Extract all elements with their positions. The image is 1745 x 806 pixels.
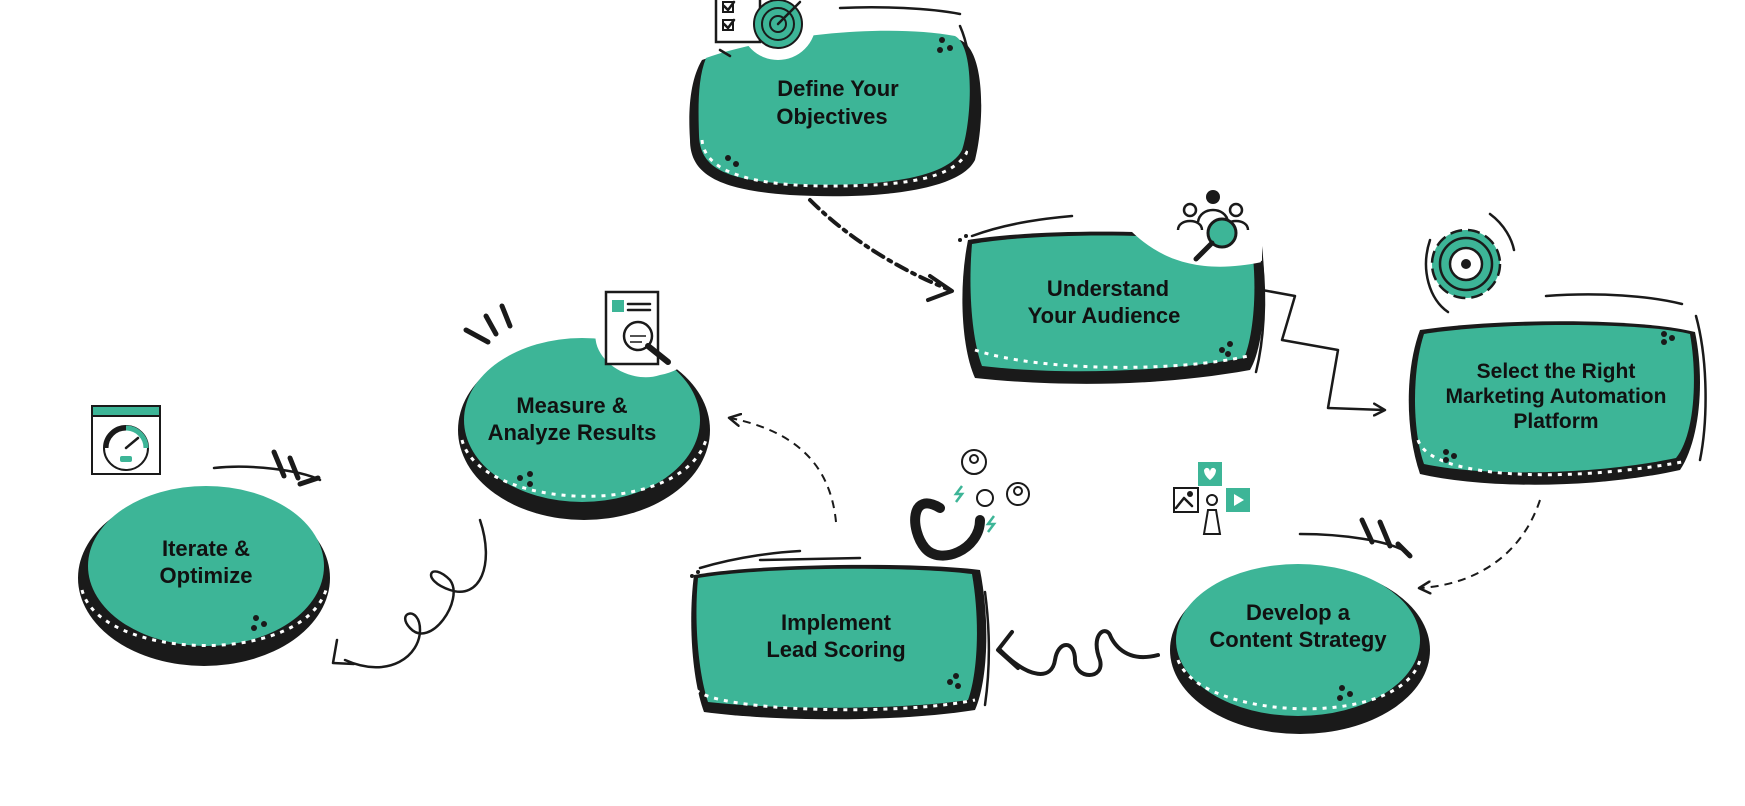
- step-iterate-label-line1: Iterate &: [162, 536, 250, 561]
- step-define-label-line1: Define Your: [777, 76, 899, 101]
- document-magnifier-icon: [604, 290, 671, 366]
- step-measure-label-line1: Measure &: [516, 393, 627, 418]
- step-select-platform: Select the Right Marketing Automation Pl…: [1408, 212, 1707, 485]
- connector-develop-to-implement: [996, 629, 1160, 677]
- iterate-decor-strokes: [271, 449, 321, 487]
- step-define-objectives: Define Your Objectives: [689, 0, 982, 197]
- step-implement-lead-scoring: Implement Lead Scoring: [690, 449, 1030, 720]
- select-decor-dots: [1443, 331, 1675, 463]
- target-checklist-icon: [714, 0, 816, 60]
- connector-implement-to-measure: [730, 418, 837, 523]
- step-iterate-label-line2: Optimize: [160, 563, 253, 588]
- develop-decor-strokes: [1359, 517, 1413, 559]
- step-understand-label-line1: Understand: [1047, 276, 1169, 301]
- content-media-icon: [1173, 462, 1250, 535]
- implement-decor-dots: [690, 570, 961, 689]
- connector-understand-to-select: [1260, 288, 1384, 410]
- gear-icon: [1424, 212, 1516, 314]
- step-measure-analyze-results: Measure & Analyze Results: [458, 290, 710, 520]
- step-select-label-line3: Platform: [1513, 410, 1598, 433]
- step-select-label-line2: Marketing Automation: [1446, 385, 1667, 408]
- step-iterate-optimize: Iterate & Optimize: [78, 405, 330, 666]
- step-develop-label-line2: Content Strategy: [1209, 627, 1387, 652]
- develop-decor-dots: [1337, 685, 1353, 701]
- step-implement-label-line1: Implement: [781, 610, 892, 635]
- iterate-decor-dots: [251, 615, 267, 631]
- step-define-label-line2: Objectives: [776, 104, 887, 129]
- measure-decor-dots: [517, 471, 533, 487]
- understand-decor-dots: [958, 234, 1233, 357]
- step-select-label-line1: Select the Right: [1477, 360, 1636, 383]
- measure-decor-strokes: [463, 303, 513, 345]
- connector-define-to-understand: [808, 198, 954, 302]
- connector-measure-to-iterate: [331, 518, 488, 669]
- speed-gauge-icon: [91, 405, 161, 475]
- step-develop-content-strategy: Develop a Content Strategy: [1170, 462, 1430, 734]
- audience-search-icon: [1176, 190, 1250, 262]
- define-decor-dots: [725, 37, 953, 167]
- step-understand-audience: Understand Your Audience: [958, 190, 1266, 384]
- step-measure-label-line2: Analyze Results: [488, 420, 657, 445]
- magnet-leads-icon: [910, 449, 1030, 561]
- step-understand-label-line2: Your Audience: [1028, 303, 1181, 328]
- step-develop-label-line1: Develop a: [1246, 600, 1351, 625]
- connector-select-to-develop: [1420, 499, 1541, 588]
- step-implement-label-line2: Lead Scoring: [766, 637, 905, 662]
